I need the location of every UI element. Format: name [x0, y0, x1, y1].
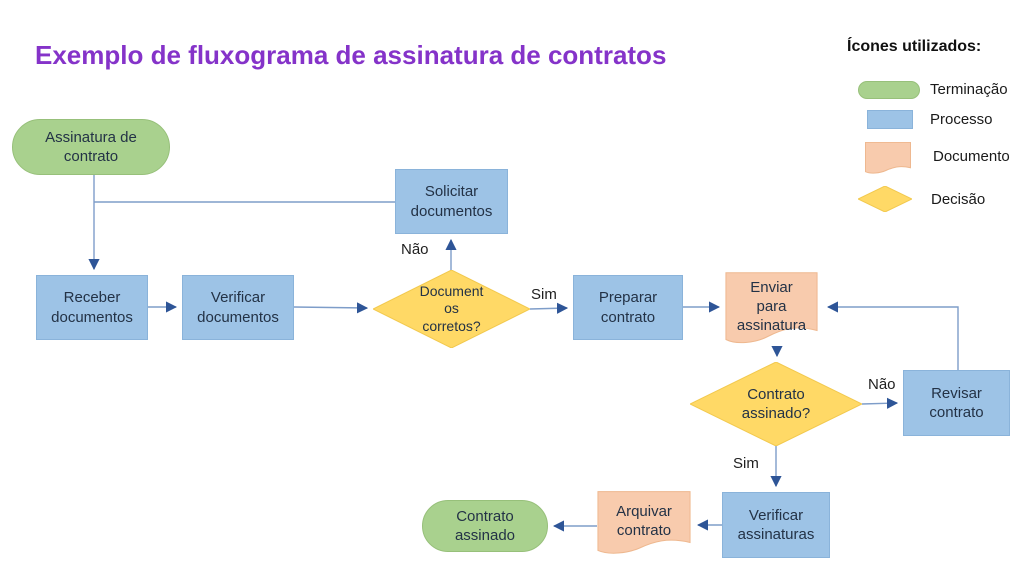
edge-label-nao-assinado: Não [868, 376, 896, 393]
node-docs-corretos-label: Document os corretos? [419, 282, 484, 334]
node-preparar-label: Preparar contrato [598, 289, 658, 326]
node-receber-label: Receber documentos [51, 289, 133, 326]
legend-decision-icon [858, 186, 912, 212]
legend-process-icon [867, 110, 913, 129]
node-verificar-documentos: Verificar documentos [182, 275, 294, 340]
decision-diamond-shape [373, 270, 530, 348]
node-arquivar-contrato: Arquivar contrato [597, 491, 691, 557]
node-revisar-contrato: Revisar contrato [903, 370, 1010, 436]
legend-document-label: Documento [933, 148, 1010, 165]
legend-document-icon [865, 142, 911, 175]
connector-decisao1-sim-to-preparar [529, 302, 569, 314]
node-decision-documentos-corretos: Document os corretos? [373, 270, 530, 348]
document-shape [597, 491, 691, 557]
node-receber-documentos: Receber documentos [36, 275, 148, 340]
node-solicitar-label: Solicitar documentos [410, 183, 493, 220]
node-preparar-contrato: Preparar contrato [573, 275, 683, 340]
legend-process-label: Processo [930, 111, 993, 128]
document-shape [725, 272, 818, 347]
node-end-contrato-assinado: Contrato assinado [422, 500, 548, 552]
node-decision-contrato-assinado: Contrato assinado? [690, 362, 862, 446]
legend-decision-label: Decisão [931, 191, 986, 208]
node-start-label: Assinatura de contrato [45, 128, 137, 165]
node-end-label: Contrato assinado [454, 507, 516, 544]
legend-terminator-icon [858, 81, 920, 99]
node-verificar-assin-label: Verificar assinaturas [737, 506, 815, 543]
connector-verificar-to-decisao1 [293, 302, 369, 314]
node-solicitar-documentos: Solicitar documentos [395, 169, 508, 234]
legend-title: Ícones utilizados: [847, 38, 982, 55]
edge-label-sim-documentos: Sim [531, 286, 557, 303]
node-contrato-assinado-q-label: Contrato assinado? [741, 385, 811, 422]
connector-decisao2-nao-to-revisar [861, 397, 899, 409]
edge-label-sim-assinado: Sim [733, 455, 759, 472]
node-enviar-label: Enviar para assinatura [736, 278, 807, 335]
node-revisar-label: Revisar contrato [929, 384, 984, 421]
node-start-assinatura-de-contrato: Assinatura de contrato [12, 119, 170, 175]
decision-diamond-shape [690, 362, 862, 446]
page-title: Exemplo de fluxograma de assinatura de c… [35, 40, 667, 70]
node-verificar-docs-label: Verificar documentos [197, 289, 279, 326]
legend-terminator-label: Terminação [930, 81, 1008, 98]
connector-revisar-loop-to-enviar [826, 301, 959, 370]
node-enviar-para-assinatura: Enviar para assinatura [725, 272, 818, 347]
node-verificar-assinaturas: Verificar assinaturas [722, 492, 830, 558]
node-arquivar-label: Arquivar contrato [616, 502, 672, 539]
edge-label-nao-documentos: Não [401, 241, 429, 258]
